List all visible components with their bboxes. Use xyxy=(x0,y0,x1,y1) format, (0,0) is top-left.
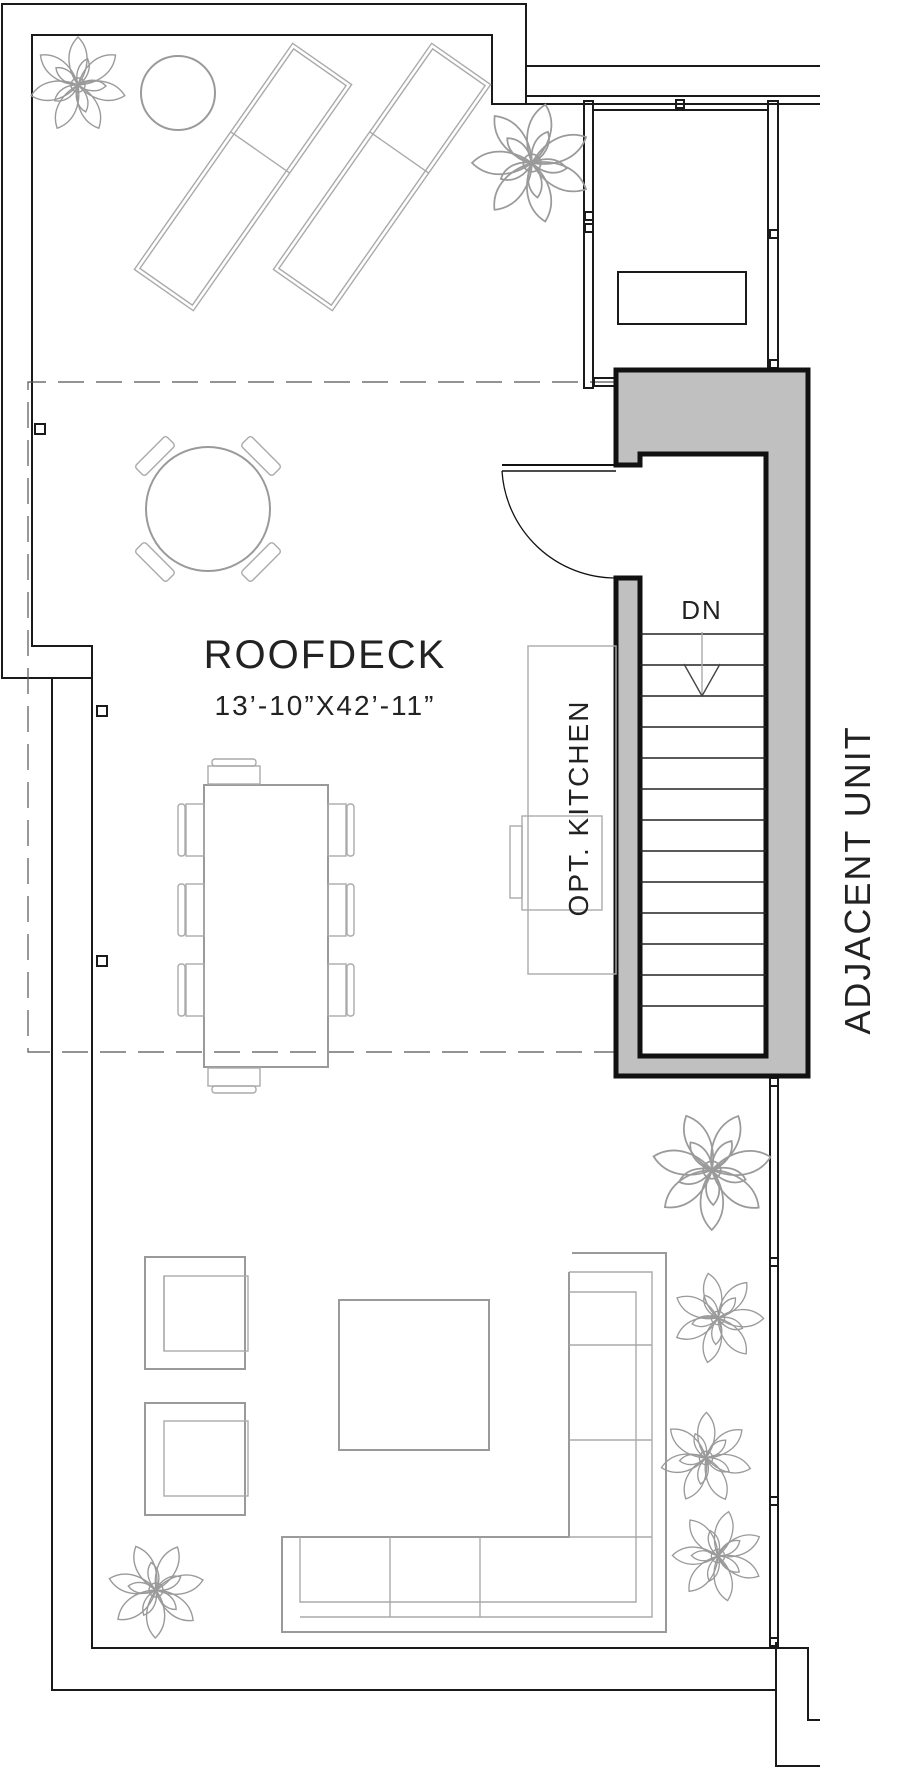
dining-chair xyxy=(327,963,347,1017)
exterior-walls xyxy=(1,3,820,1767)
dining-chair-back xyxy=(346,803,355,857)
dining-chair-back xyxy=(346,883,355,937)
adjacent-unit-label: ADJACENT UNIT xyxy=(837,725,878,1034)
room-dimensions: 13’-10”X42’-11” xyxy=(215,690,436,721)
lounge-chair xyxy=(272,42,492,312)
dining-chair-back xyxy=(177,883,186,937)
armchair xyxy=(144,1402,249,1516)
plant-icon xyxy=(652,1114,772,1232)
room-name: ROOFDECK xyxy=(204,633,447,677)
stair-treads xyxy=(640,633,766,1007)
dining-chair xyxy=(185,883,205,937)
plant-icon xyxy=(108,1545,204,1639)
sectional-sofa xyxy=(281,1252,667,1633)
dining-chair-back xyxy=(346,963,355,1017)
stair-label: DN xyxy=(681,595,723,625)
bistro-table xyxy=(135,436,281,582)
lounge-chair xyxy=(133,42,353,312)
dining-chair-back xyxy=(177,803,186,857)
plant-icon xyxy=(660,1411,752,1501)
dining-chair xyxy=(327,803,347,857)
covered-area-outline xyxy=(27,381,616,1053)
plant-icon xyxy=(30,36,126,130)
dining-chair xyxy=(327,883,347,937)
dining-chair-back xyxy=(177,963,186,1017)
door-swing-icon xyxy=(501,464,617,579)
side-table xyxy=(140,55,216,131)
plant-icon xyxy=(671,1510,761,1602)
roof-hatch xyxy=(617,271,747,325)
optional-kitchen: OPT. KITCHEN xyxy=(509,645,617,975)
plant-icon xyxy=(470,103,588,223)
plant-icon xyxy=(675,1272,765,1364)
stair-core: DN xyxy=(613,367,811,1079)
dining-chair xyxy=(185,963,205,1017)
coffee-table xyxy=(338,1299,490,1451)
kitchen-label: OPT. KITCHEN xyxy=(563,700,594,917)
dining-chair xyxy=(185,803,205,857)
arrow-down-icon xyxy=(683,663,721,698)
dining-table xyxy=(177,758,355,1094)
stair-wall-fill xyxy=(613,367,811,1079)
armchair xyxy=(144,1256,249,1370)
